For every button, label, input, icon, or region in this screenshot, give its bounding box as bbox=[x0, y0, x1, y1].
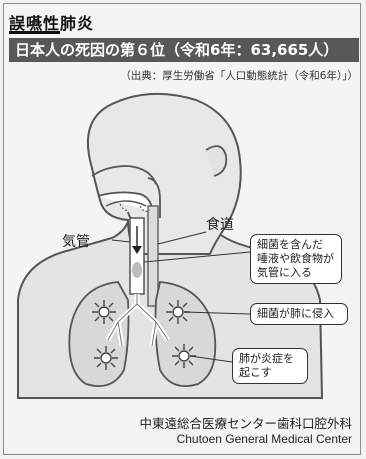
tongue bbox=[105, 200, 147, 207]
burst-icon bbox=[92, 300, 116, 324]
aspirated-matter bbox=[132, 262, 142, 278]
burst-icon bbox=[172, 344, 196, 368]
esophagus-tube bbox=[147, 205, 159, 307]
aspiration-arrowhead bbox=[132, 246, 142, 254]
oral-cavity bbox=[97, 191, 153, 213]
credit-japanese: 中東遠総合医療センター歯科口腔外科 bbox=[139, 416, 352, 431]
callout-aspiration: 細菌を含んだ 唾液や飲食物が 気管に入る bbox=[250, 234, 342, 284]
label-esophagus: 食道 bbox=[206, 217, 234, 233]
head bbox=[87, 92, 242, 255]
source-note: （出典：厚生労働省「人口動態統計（令和6年）」） bbox=[120, 70, 358, 82]
bronchi-outline bbox=[107, 294, 169, 347]
credit-english: Chutoen General Medical Center bbox=[176, 432, 352, 446]
droplet-trail bbox=[119, 203, 151, 212]
leader-inflammation bbox=[189, 355, 233, 363]
leader-invasion bbox=[183, 311, 251, 315]
callout-inflammation: 肺が炎症を 起こす bbox=[232, 348, 308, 384]
callout-invasion: 細菌が肺に侵入 bbox=[250, 303, 348, 325]
leader-trachea bbox=[111, 239, 131, 243]
banner: 日本人の死因の第６位（令和6年：63,665人） bbox=[9, 38, 359, 62]
leader-aspiration bbox=[143, 251, 251, 263]
lung-left bbox=[68, 281, 130, 388]
nasal-cavity bbox=[91, 165, 157, 185]
title-underline bbox=[9, 31, 60, 34]
ear bbox=[205, 145, 228, 177]
label-trachea: 気管 bbox=[62, 234, 90, 250]
page-title: 誤嚥性肺炎 bbox=[9, 14, 95, 33]
leader-esophagus bbox=[157, 231, 207, 245]
lung-right bbox=[154, 281, 217, 388]
burst-icon bbox=[94, 346, 118, 370]
